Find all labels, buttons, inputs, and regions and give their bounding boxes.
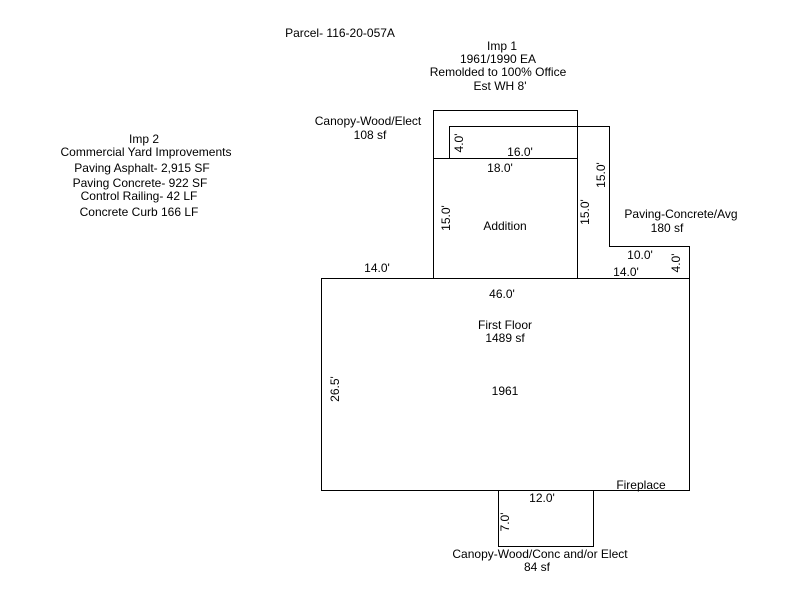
imp2-item: Paving Concrete- 922 SF <box>73 176 208 190</box>
paving-concrete-outline <box>449 126 690 279</box>
paving-concrete-depth-dim: 4.0' <box>669 254 683 273</box>
paving-concrete-name: Paving-Concrete/Avg <box>624 207 737 221</box>
addition-width-dim: 18.0' <box>487 161 513 175</box>
canopy-wood-elect-area: 108 sf <box>354 128 387 142</box>
parcel-label: Parcel- 116-20-057A <box>285 26 395 40</box>
canopy-conc-name: Canopy-Wood/Conc and/or Elect <box>452 547 628 561</box>
canopy-wood-elect-name: Canopy-Wood/Elect <box>315 114 422 128</box>
imp2-item: Control Railing- 42 LF <box>81 189 198 203</box>
first-floor-height-dim: 26.5' <box>328 376 342 402</box>
imp1-years: 1961/1990 EA <box>460 52 536 66</box>
canopy-conc-area: 84 sf <box>524 560 551 574</box>
imp2-title: Imp 2 <box>129 132 159 146</box>
paving-concrete-width-dim: 10.0' <box>627 248 653 262</box>
paving-concrete-side-dim: 15.0' <box>594 162 608 188</box>
canopy-wood-elect-depth-dim: 4.0' <box>452 134 466 153</box>
first-floor-area: 1489 sf <box>485 331 525 345</box>
fireplace-label: Fireplace <box>616 478 666 492</box>
canopy-conc-outline <box>498 490 594 547</box>
addition-name: Addition <box>483 219 526 233</box>
canopy-conc-width-dim: 12.0' <box>529 491 555 505</box>
canopy-conc-depth-dim: 7.0' <box>498 513 512 532</box>
imp2-item: Concrete Curb 166 LF <box>80 205 199 219</box>
first-floor-name: First Floor <box>478 318 532 332</box>
addition-right-dim: 15.0' <box>578 199 592 225</box>
imp2-subtitle: Commercial Yard Improvements <box>61 145 232 159</box>
imp1-wall-height: Est WH 8' <box>474 79 527 93</box>
imp2-item: Paving Asphalt- 2,915 SF <box>74 161 209 175</box>
addition-left-dim: 15.0' <box>439 205 453 231</box>
paving-concrete-bottom-dim: 14.0' <box>613 265 639 279</box>
first-floor-top-left-dim: 14.0' <box>364 261 390 275</box>
canopy-wood-elect-width-dim: 16.0' <box>507 145 533 159</box>
first-floor-year: 1961 <box>492 384 519 398</box>
first-floor-width-dim: 46.0' <box>489 287 515 301</box>
imp1-remodel: Remolded to 100% Office <box>430 65 567 79</box>
canopy-wood-elect-outline <box>433 110 578 159</box>
paving-concrete-area: 180 sf <box>651 221 684 235</box>
imp1-title: Imp 1 <box>487 39 517 53</box>
